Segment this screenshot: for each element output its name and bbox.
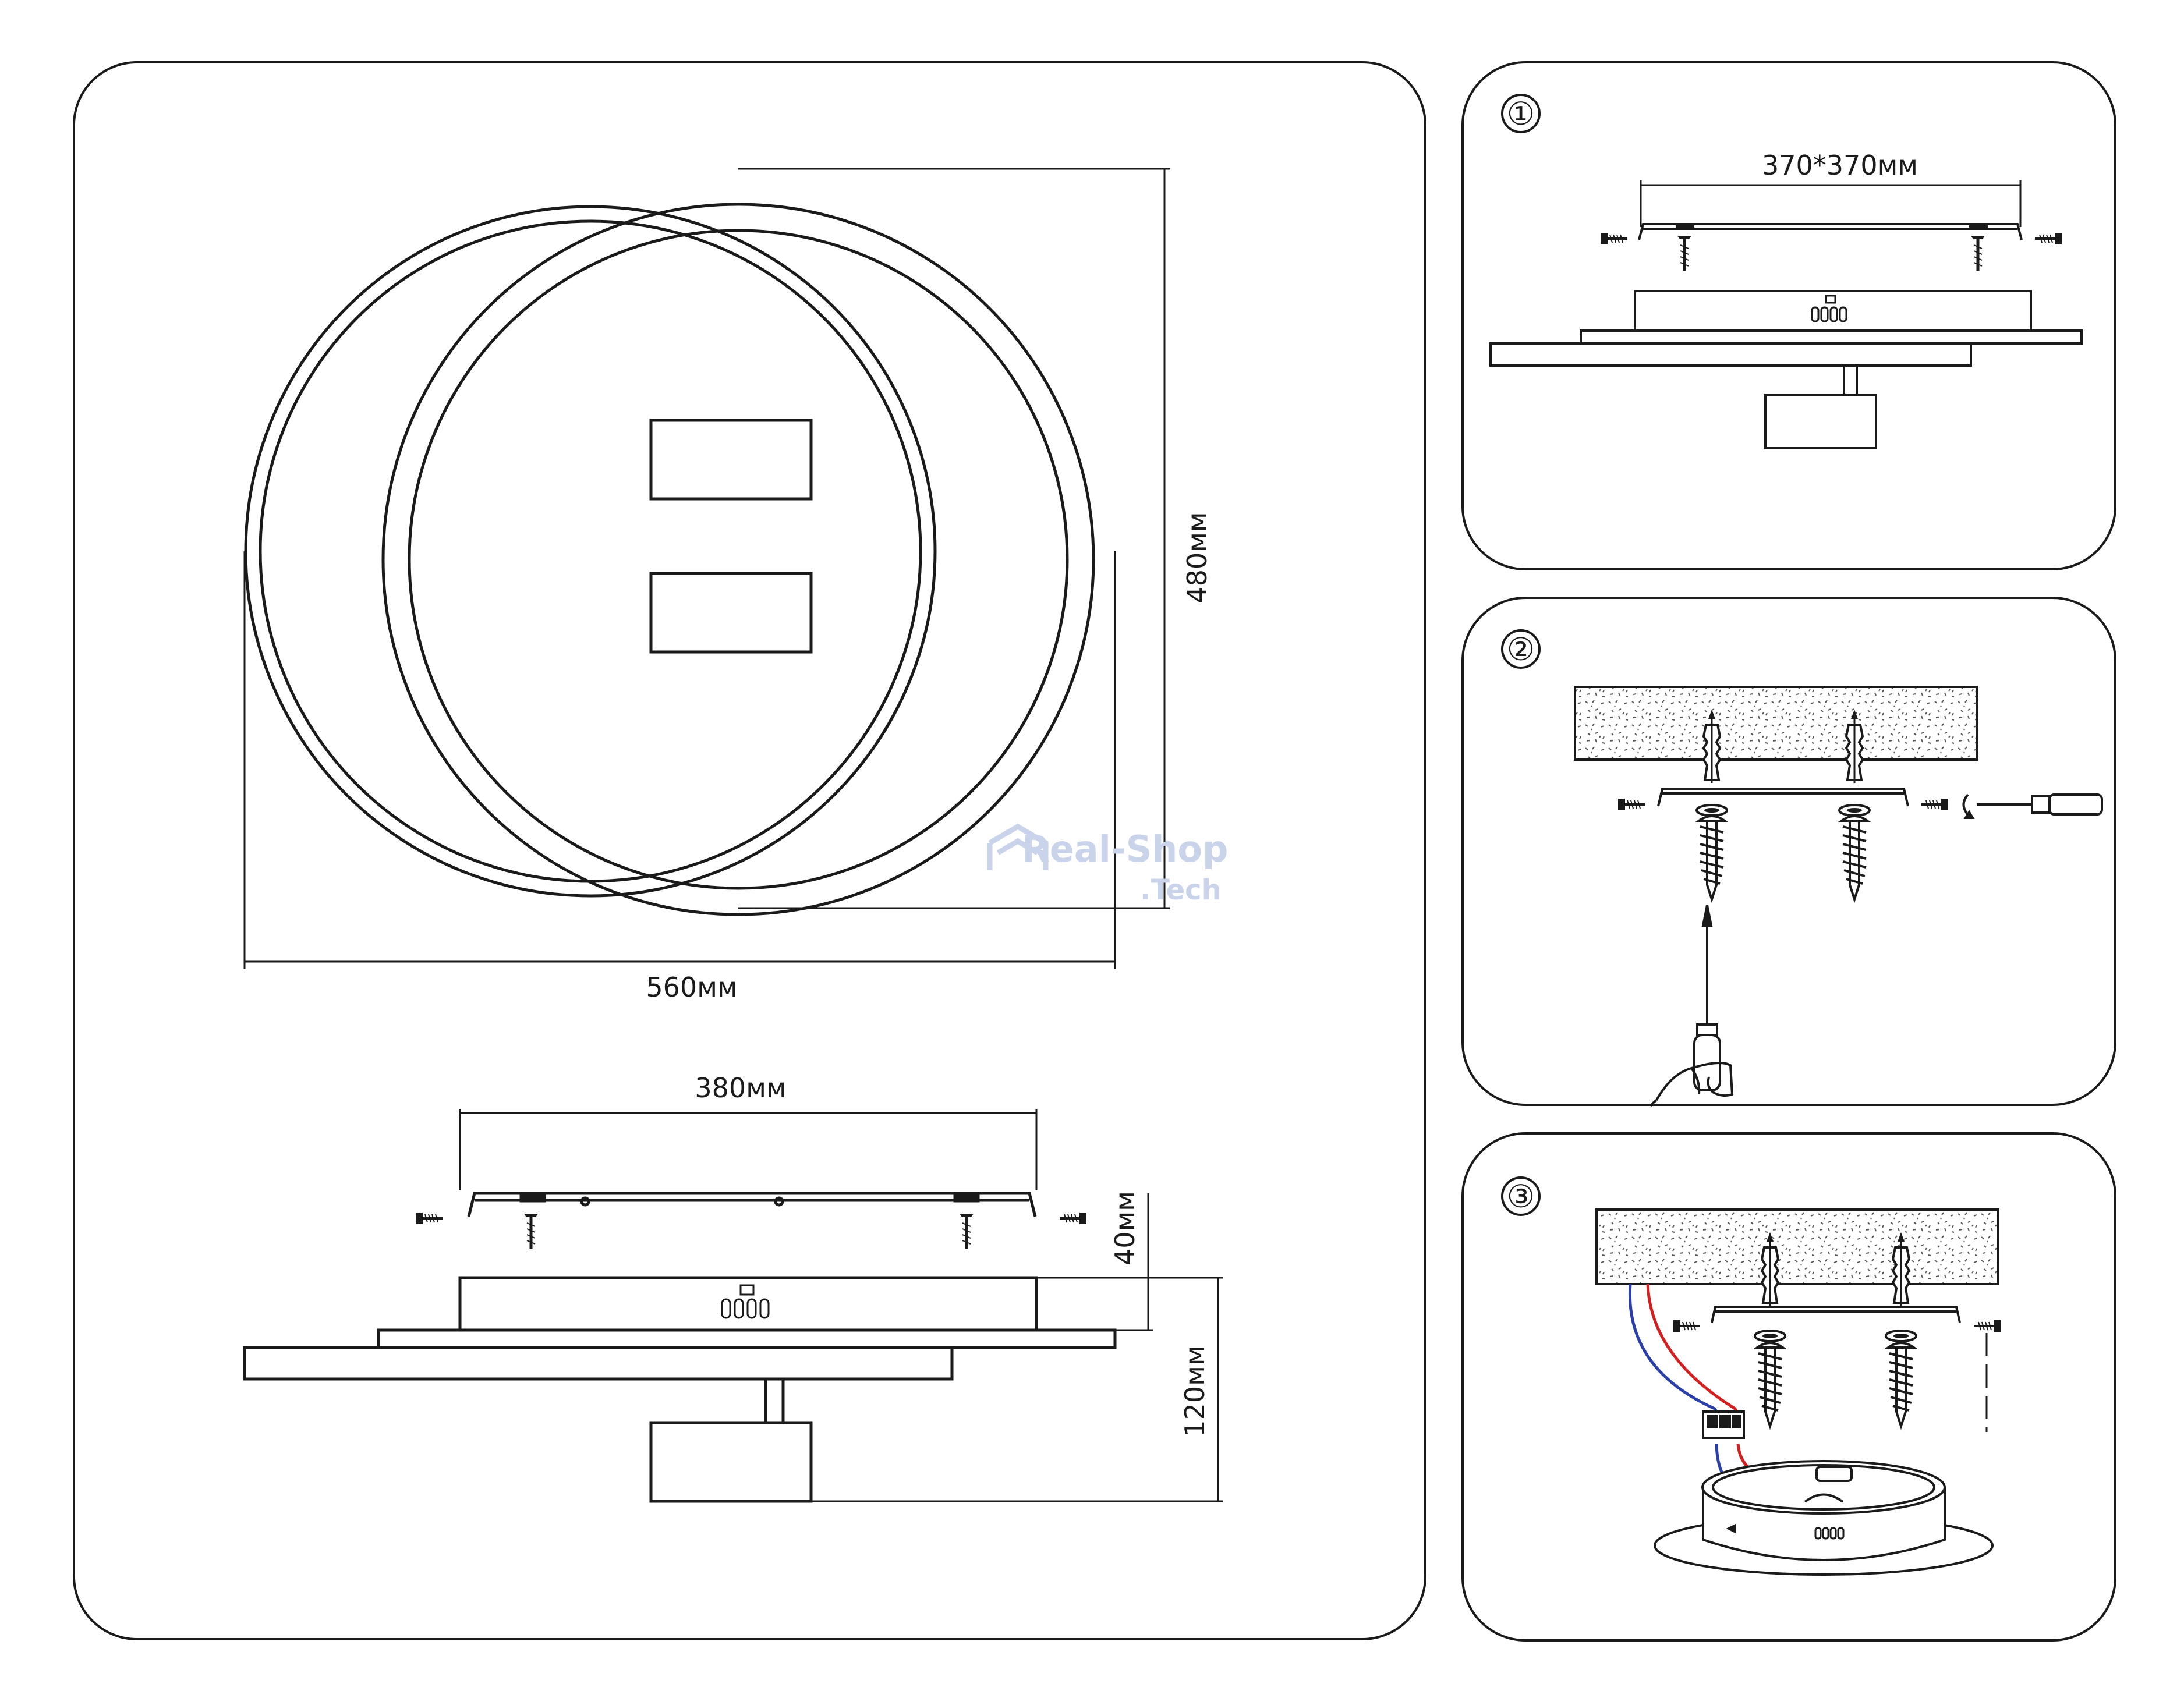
step-1-screw-right-icon — [2034, 232, 2063, 246]
side-view-bracket — [467, 1192, 1037, 1217]
side-screw-right-icon — [1059, 1211, 1088, 1225]
dimension-bracket — [459, 1109, 1038, 1190]
step-1-dimension-label: 370*370мм — [1762, 150, 1918, 181]
step-3-lamp-connector-icon — [1726, 1523, 1845, 1540]
svg-text:Real-Shop: Real-Shop — [1022, 828, 1228, 870]
ring-right — [381, 203, 1095, 916]
step-2-screwdriver-hand-icon — [1649, 905, 1734, 1107]
step-2-screw-left-icon — [1617, 797, 1646, 811]
dimension-width-label: 560мм — [646, 972, 737, 1003]
step-3-wood-screw-right-icon — [1887, 1342, 1915, 1427]
step-1-screw-left-icon — [1599, 232, 1629, 246]
step-3-badge — [1501, 1176, 1541, 1216]
connector-icon — [721, 1284, 770, 1319]
bracket-screw-right-icon — [960, 1214, 974, 1249]
side-view-body — [243, 1276, 1117, 1503]
step-2-ceiling — [1574, 686, 1978, 761]
step-2-screw-right-icon — [1920, 797, 1949, 811]
bracket-screw-left-icon — [524, 1214, 538, 1249]
side-screw-left-icon — [415, 1211, 444, 1225]
step-1-body — [1489, 290, 2083, 449]
dimension-width — [243, 551, 1116, 969]
svg-text:.Tech: .Tech — [1140, 874, 1222, 906]
step-1-number: ① — [1507, 95, 1535, 132]
step-2-panel — [1461, 597, 2116, 1106]
step-3-screw-left-icon — [1672, 1319, 1701, 1333]
dimension-bracket-label: 380мм — [695, 1072, 786, 1104]
driver-box-lower — [649, 572, 813, 654]
step-1-connector-icon — [1811, 295, 1847, 322]
step-1-badge — [1501, 94, 1541, 133]
step-2-wood-screw-right-icon — [1840, 815, 1868, 901]
driver-box-upper — [649, 419, 813, 501]
dimension-bracket-height — [811, 1193, 1223, 1502]
step-2-screwdriver-horizontal-icon — [1962, 793, 2103, 819]
step-2-number: ② — [1507, 631, 1535, 668]
step-2-wood-screw-left-icon — [1698, 815, 1726, 901]
dimension-bracket-height-label: 40мм — [1109, 1191, 1141, 1265]
step-2-washer-right-icon — [1838, 804, 1871, 817]
dimension-height — [738, 168, 1170, 909]
step-3-ceiling — [1595, 1208, 1999, 1285]
dimension-height-label: 480мм — [1181, 512, 1213, 603]
watermark: Real-Shop .Tech — [987, 823, 1228, 906]
step-3-screw-right-icon — [1973, 1319, 2002, 1333]
step-3-bracket — [1711, 1306, 1961, 1323]
ring-left — [244, 205, 937, 898]
step-3-terminal-block-icon — [1702, 1410, 1745, 1439]
step-3-wood-screw-left-icon — [1756, 1342, 1784, 1427]
step-2-badge — [1501, 629, 1541, 669]
step-2-washer-left-icon — [1695, 804, 1728, 817]
step-3-number: ③ — [1507, 1178, 1535, 1215]
watermark-logo-icon — [987, 823, 1049, 870]
step-3-lamp-base — [1654, 1460, 1994, 1576]
step-3-washer-left-icon — [1754, 1330, 1786, 1342]
step-1-dimension — [1640, 180, 2022, 227]
step-1-bracket — [1638, 223, 2023, 240]
step-2-bracket — [1657, 788, 1909, 807]
step-1-bracket-screw-right-icon — [1971, 236, 1985, 271]
dimension-total-height-label: 120мм — [1179, 1345, 1210, 1437]
step-3-washer-right-icon — [1885, 1330, 1917, 1342]
step-1-bracket-screw-left-icon — [1677, 236, 1691, 271]
